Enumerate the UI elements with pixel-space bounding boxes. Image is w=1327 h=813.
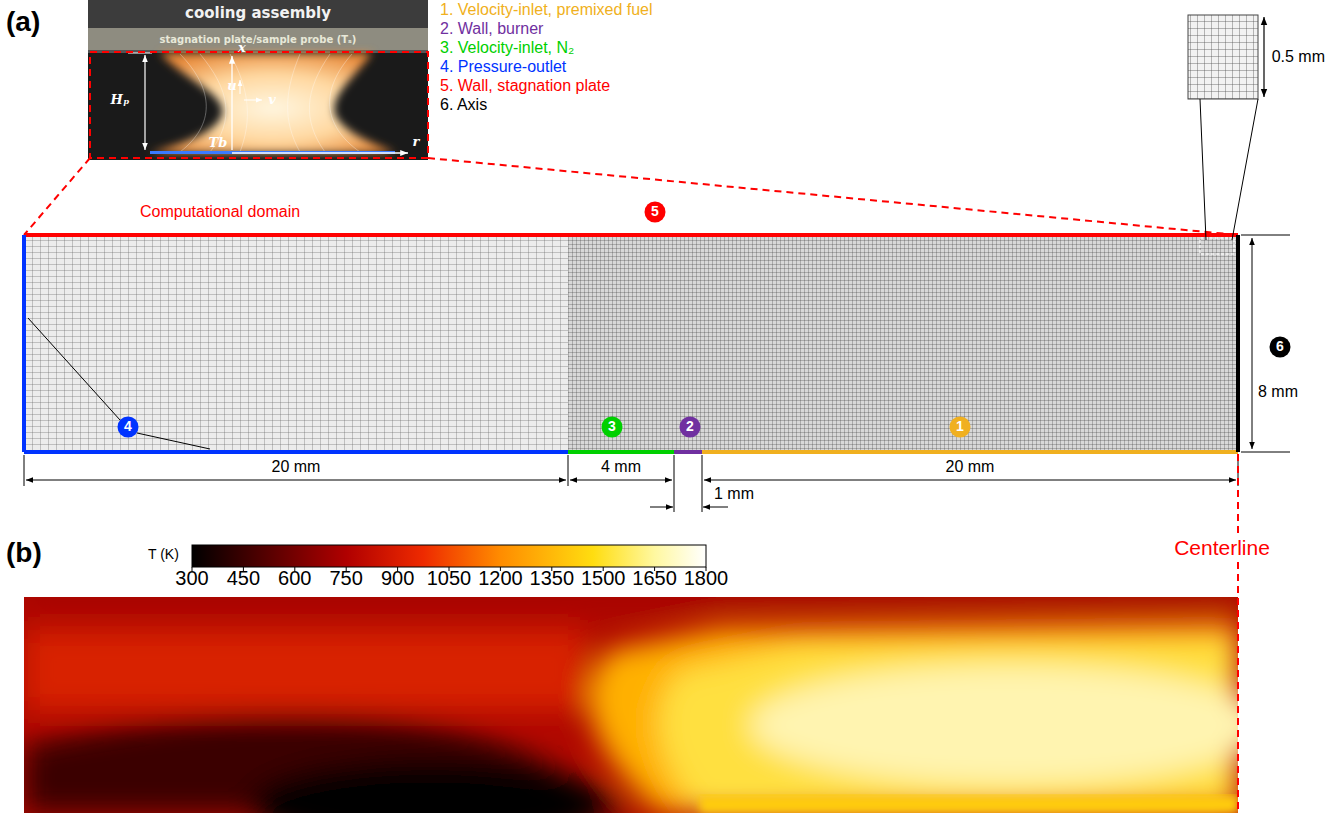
velocity-label: v [268,93,276,107]
legend-entry: 1. Velocity-inlet, premixed fuel [440,0,653,19]
colorbar-tick: 750 [330,567,363,589]
callout-number: 1 [956,419,964,434]
axis-boundary [1236,235,1240,452]
mesh-inset [1188,15,1258,99]
dimension-label: 4 mm [601,458,641,476]
colorbar-tick: 1200 [478,567,523,589]
stagnation-plate-boundary [24,233,1238,237]
n2-inlet-boundary [568,450,674,454]
dimension-symbol: Hₚ [111,93,130,107]
legend-text: 4. Pressure-outlet [440,58,566,75]
legend-text: 2. Wall, burner [440,20,543,37]
legend-entry: 2. Wall, burner [440,19,653,38]
callout-circle [118,417,139,438]
temperature-field [24,597,1238,813]
leader-line [1200,99,1206,240]
axis-label: r [413,135,420,149]
dimension-lines [24,235,1290,512]
colorbar-tick: 1800 [684,567,729,589]
callout-circle [680,417,701,438]
panel-label: (a) [6,7,40,38]
legend-entry: 6. Axis [440,95,653,114]
colorbar-tick: 600 [278,567,311,589]
fine-mesh [568,235,1238,452]
outlet-boundary [22,235,26,452]
callout-number: 2 [686,419,694,434]
colorbar-tick: 1050 [427,567,472,589]
colorbar-title: T (K) [148,547,179,562]
callout-circle [602,417,623,438]
zoom-box [1200,238,1234,254]
legend-text: 5. Wall, stagnation plate [440,77,610,94]
dimension-label: 20 mm [272,458,321,476]
leader-line [1232,99,1258,240]
legend-text: 3. Velocity-inlet, N₂ [440,39,574,56]
legend-entry: 4. Pressure-outlet [440,57,653,76]
flame-photo [88,0,428,160]
legend-entry: 5. Wall, stagnation plate [440,76,653,95]
callout-circle [950,417,971,438]
dimension-label: 0.5 mm [1272,48,1325,66]
velocity-label: u [227,79,236,93]
outlet-boundary [24,450,568,454]
photo-dashed-frame [90,52,428,158]
photo-label: stagnation plate/sample probe (Tₛ) [160,34,357,45]
colorbar-tick: 450 [227,567,260,589]
panel-label: (b) [6,538,42,569]
callout-number: 5 [651,204,659,219]
temperature-symbol: Tb [209,136,228,150]
callout-number: 6 [1276,339,1284,354]
leader-line [28,318,120,420]
axis-label: x [238,41,246,55]
colorbar-tick: 300 [175,567,208,589]
domain-label: Computational domain [140,203,300,221]
zoom-line [428,158,1238,235]
legend: 1. Velocity-inlet, premixed fuel 2. Wall,… [440,0,653,114]
callout-circle [645,202,666,223]
callout-number: 4 [124,419,132,434]
colorbar [192,545,706,567]
zoom-line [24,158,90,235]
dimension-label: 8 mm [1258,383,1298,401]
burner-wall-boundary [674,450,702,454]
colorbar-tick: 1350 [530,567,575,589]
photo-label: cooling assembly [185,5,331,22]
dimension-label: 1 mm [714,485,754,503]
colorbar-tick: 1650 [632,567,677,589]
legend-text: 6. Axis [440,96,487,113]
centerline-dashed [1237,454,1239,813]
dimension-label: 20 mm [946,458,995,476]
dimension-arrow [1263,17,1264,97]
fuel-inlet-boundary [702,450,1238,454]
legend-text: 1. Velocity-inlet, premixed fuel [440,1,653,18]
callout-number: 3 [608,419,616,434]
callout-circle [1270,337,1291,358]
colorbar-tick: 900 [381,567,414,589]
centerline-label: Centerline [1172,536,1272,559]
legend-entry: 3. Velocity-inlet, N₂ [440,38,653,57]
leader-line [137,433,210,449]
colorbar-tick: 1500 [581,567,626,589]
coarse-mesh [24,235,568,452]
